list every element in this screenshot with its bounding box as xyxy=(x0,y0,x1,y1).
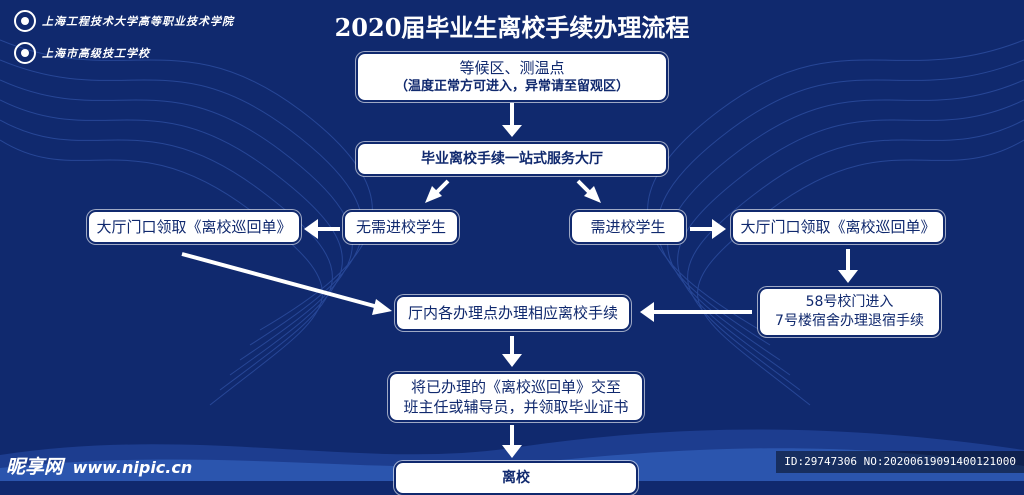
entry-label: 需进校学生 xyxy=(590,217,666,236)
leave-school-label: 离校 xyxy=(502,470,530,486)
arrow-head-down-4 xyxy=(502,445,522,458)
school-emblem-icon xyxy=(14,42,36,64)
arrow-head-diag-long xyxy=(372,299,392,315)
node-service-hall: 毕业离校手续一站式服务大厅 xyxy=(356,142,668,176)
node-get-form-left: 大厅门口领取《离校巡回单》 xyxy=(87,210,301,244)
college-logo: 上海工程技术大学高等职业技术学院 xyxy=(14,10,234,32)
node-hall-procedures: 厅内各办理点办理相应离校手续 xyxy=(395,295,631,331)
get-form-left-label: 大厅门口领取《离校巡回单》 xyxy=(96,217,292,236)
watermark-id: ID:29747306 NO:20200619091400121000 xyxy=(776,451,1024,473)
hall-procedures-label: 厅内各办理点办理相应离校手续 xyxy=(407,303,618,322)
watermark-brand: 昵享网 www.nipic.cn xyxy=(6,452,192,479)
gate-label: 58号校门进入 xyxy=(805,294,894,311)
node-waiting-area: 等候区、测温点 （温度正常方可进入，异常请至留观区） xyxy=(356,52,668,102)
arrow-head-left-2 xyxy=(640,302,654,322)
get-form-right-label: 大厅门口领取《离校巡回单》 xyxy=(740,217,936,236)
arrow-head-right-1 xyxy=(712,219,726,239)
node-submit-form: 将已办理的《离校巡回单》交至 班主任或辅导员，并领取毕业证书 xyxy=(388,372,644,422)
watermark-name: 昵享网 xyxy=(6,456,64,478)
college-name: 上海工程技术大学高等职业技术学院 xyxy=(42,15,234,28)
arrow-head-down-3 xyxy=(502,354,522,367)
arrow-head-left-1 xyxy=(304,219,318,239)
node-get-form-right: 大厅门口领取《离校巡回单》 xyxy=(731,210,945,244)
flow-arrows xyxy=(181,103,858,458)
watermark-url: www.nipic.cn xyxy=(72,458,193,477)
arrow-head-down-2 xyxy=(838,270,858,283)
college-emblem-icon xyxy=(14,10,36,32)
submit-form-line1: 将已办理的《离校巡回单》交至 xyxy=(410,377,621,396)
arrow-head-down-1 xyxy=(502,125,522,137)
arrow-head-diag-left xyxy=(425,186,442,203)
school-name: 上海市高级技工学校 xyxy=(42,47,150,60)
service-hall-label: 毕业离校手续一站式服务大厅 xyxy=(421,150,603,167)
no-entry-label: 无需进校学生 xyxy=(355,217,446,236)
school-logo: 上海市高级技工学校 xyxy=(14,42,150,64)
node-leave-school: 离校 xyxy=(394,461,638,495)
dorm-label: 7号楼宿舍办理退宿手续 xyxy=(775,313,924,329)
arrow-head-diag-right xyxy=(584,186,601,203)
waiting-area-note: （温度正常方可进入，异常请至留观区） xyxy=(394,79,629,95)
node-no-entry-students: 无需进校学生 xyxy=(343,210,459,244)
arrow-diag-long xyxy=(181,252,379,309)
waiting-area-title: 等候区、测温点 xyxy=(459,59,565,78)
node-gate-dorm: 58号校门进入 7号楼宿舍办理退宿手续 xyxy=(758,287,941,337)
submit-form-line2: 班主任或辅导员，并领取毕业证书 xyxy=(403,398,629,416)
page-title: 2020届毕业生离校手续办理流程 xyxy=(334,13,690,42)
node-entry-students: 需进校学生 xyxy=(570,210,686,244)
